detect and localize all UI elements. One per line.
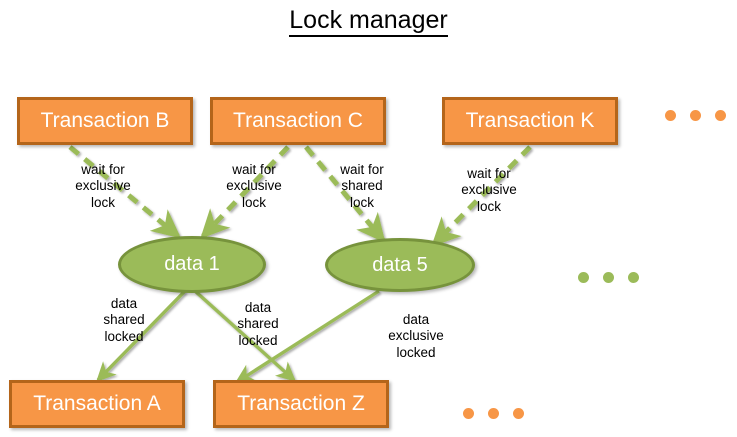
ellipsis-dot (665, 110, 676, 121)
transaction-box-a-label: Transaction A (33, 392, 161, 415)
ellipsis-dot (628, 272, 639, 283)
data-node-data-1[interactable]: data 1 (118, 236, 266, 293)
ellipsis-dot (715, 110, 726, 121)
edge-data-1-to-transaction-z (193, 289, 297, 382)
edge-label-data-exclusive-locked-z: data exclusive locked (388, 312, 444, 360)
transaction-box-c[interactable]: Transaction C (210, 97, 386, 145)
edge-transaction-k-to-data-5 (431, 145, 532, 247)
edge-transaction-c-to-data-1 (200, 145, 290, 239)
top-transactions-ellipsis (665, 110, 726, 121)
edge-data-5-to-transaction-z (234, 289, 380, 384)
edge-label-wait-exclusive-b: wait for exclusive lock (75, 162, 131, 210)
edge-label-data-shared-locked-a: data shared locked (103, 296, 145, 344)
data-node-data-1-label: data 1 (164, 253, 220, 275)
transaction-box-a[interactable]: Transaction A (9, 380, 185, 428)
page-title: Lock manager (0, 6, 737, 37)
edge-label-wait-exclusive-k: wait for exclusive lock (461, 166, 517, 214)
data-node-data-5[interactable]: data 5 (325, 238, 475, 292)
ellipsis-dot (513, 408, 524, 419)
transaction-box-z-label: Transaction Z (237, 392, 365, 415)
ellipsis-dot (488, 408, 499, 419)
edge-label-data-shared-locked-z: data shared locked (237, 300, 279, 348)
page-title-text: Lock manager (289, 6, 448, 37)
transaction-box-b-label: Transaction B (40, 109, 170, 132)
ellipsis-dot (690, 110, 701, 121)
ellipsis-dot (463, 408, 474, 419)
data-node-data-5-label: data 5 (372, 253, 428, 276)
bottom-transactions-ellipsis (463, 408, 524, 419)
edge-label-wait-exclusive-c: wait for exclusive lock (226, 162, 282, 210)
data-ellipsis (578, 272, 639, 283)
edge-label-wait-shared-c: wait for shared lock (340, 162, 384, 210)
transaction-box-k[interactable]: Transaction K (442, 97, 618, 145)
edge-data-1-to-transaction-a (96, 289, 187, 382)
edge-transaction-c-to-data-5 (304, 145, 386, 244)
transaction-box-k-label: Transaction K (465, 109, 595, 132)
ellipsis-dot (603, 272, 614, 283)
transaction-box-c-label: Transaction C (233, 109, 363, 132)
transaction-box-b[interactable]: Transaction B (17, 97, 193, 145)
transaction-box-z[interactable]: Transaction Z (213, 380, 389, 428)
ellipsis-dot (578, 272, 589, 283)
edge-transaction-b-to-data-1 (68, 145, 182, 239)
